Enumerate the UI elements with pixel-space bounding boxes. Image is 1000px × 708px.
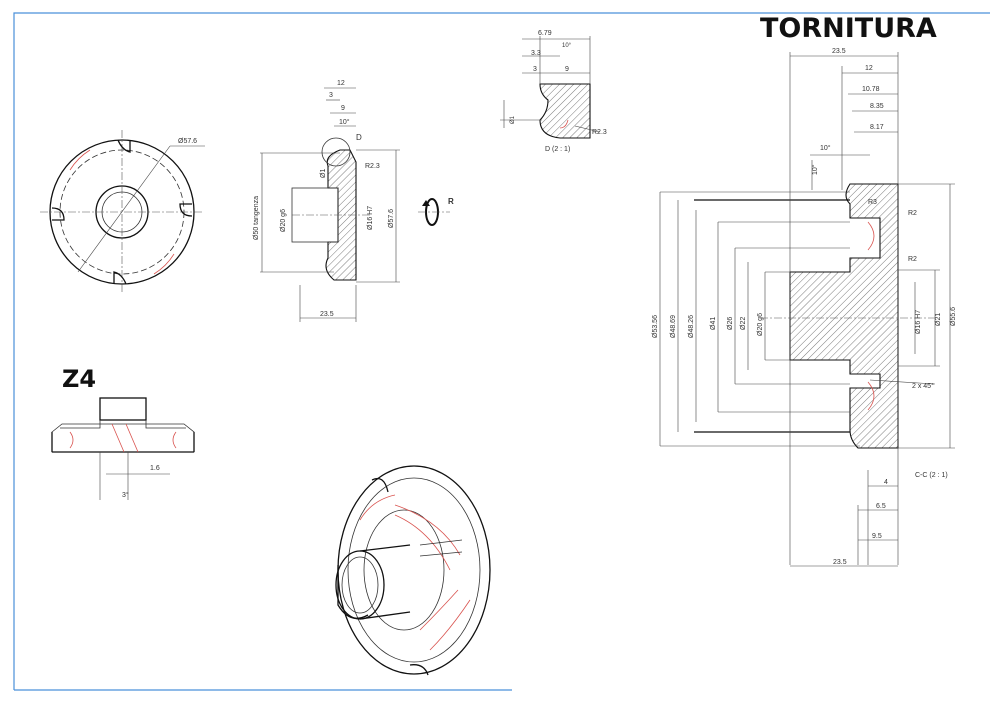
side-left-vertical: Ø50 tangenza xyxy=(253,196,260,240)
side-dim-3: 10° xyxy=(339,118,350,126)
cc-left-1: Ø48.69 xyxy=(670,315,677,338)
cc-radius-2: R2 xyxy=(908,256,917,263)
side-inner-2: Ø16 H7 xyxy=(367,206,374,230)
detail-dim-2: 10° xyxy=(562,43,572,49)
frame-border xyxy=(13,12,990,690)
cc-bottom-3: 23.5 xyxy=(833,559,847,566)
detail-caption: D (2 : 1) xyxy=(545,146,570,153)
z4-label: Z4 xyxy=(62,365,97,393)
cc-right-0: Ø16 H7 xyxy=(915,310,922,334)
side-section-view: 12 3 9 10° D R2.3 Ø50 tangenza Ø20 g6 Ø1… xyxy=(253,80,454,322)
side-inner-1: Ø1 xyxy=(320,169,327,178)
side-inner-3: Ø57.6 xyxy=(388,209,395,228)
detail-marker: D xyxy=(356,133,362,142)
page-title: TORNITURA xyxy=(760,13,937,44)
cc-right-2: Ø55.6 xyxy=(950,307,957,326)
side-inner-0: Ø20 g6 xyxy=(280,209,287,232)
cc-top-0: 23.5 xyxy=(832,48,846,55)
cc-radius-0: R3 xyxy=(868,199,877,206)
cc-top-2: 10.78 xyxy=(862,86,880,93)
cc-left-5: Ø22 xyxy=(740,317,747,330)
detail-dim-3: 3 xyxy=(533,66,537,73)
detail-d-view: 6.79 3.3 10° 3 9 Ø1 R2.3 D (2 : 1) xyxy=(500,30,607,153)
cc-angle-1: 10° xyxy=(811,164,819,175)
cc-top-1: 12 xyxy=(865,65,873,72)
cc-caption: C-C (2 : 1) xyxy=(915,472,948,479)
side-dim-1: 3 xyxy=(329,92,333,99)
cc-right-1: Ø21 xyxy=(935,313,942,326)
cc-left-4: Ø26 xyxy=(727,317,734,330)
rotation-label: R xyxy=(448,197,454,206)
cc-top-3: 8.35 xyxy=(870,103,884,110)
cc-left-3: Ø41 xyxy=(710,317,717,330)
detail-dim-5: Ø1 xyxy=(510,115,516,124)
cc-bottom-2: 9.5 xyxy=(872,533,882,540)
detail-dim-6: R2.3 xyxy=(592,129,607,136)
cc-chamfer: 2 x 45° xyxy=(912,382,934,390)
z4-view: 1.6 3° xyxy=(51,397,195,500)
section-cc-view: 23.5 12 10.78 8.35 8.17 10° 10° R3 R2 R2… xyxy=(652,48,957,567)
cc-radius-1: R2 xyxy=(908,210,917,217)
detail-dim-1: 3.3 xyxy=(531,50,541,57)
side-bottom-dim: 23.5 xyxy=(320,311,334,318)
cc-angle-0: 10° xyxy=(820,144,831,152)
cc-left-6: Ø20 g6 xyxy=(757,313,764,336)
z4-dim-0: 1.6 xyxy=(150,465,160,472)
z4-dim-1: 3° xyxy=(122,491,129,499)
side-dim-2: 9 xyxy=(341,105,345,112)
detail-dim-4: 9 xyxy=(565,66,569,73)
cc-bottom-0: 4 xyxy=(884,479,888,486)
front-diameter-label: Ø57.6 xyxy=(178,138,197,145)
cc-top-4: 8.17 xyxy=(870,124,884,131)
cc-left-0: Ø53.56 xyxy=(652,315,659,338)
side-radius: R2.3 xyxy=(365,163,380,170)
front-view: Ø57.6 xyxy=(40,130,205,294)
side-dim-0: 12 xyxy=(337,80,345,87)
cc-left-2: Ø48.26 xyxy=(688,315,695,338)
cc-bottom-1: 6.5 xyxy=(876,503,886,510)
rotation-arrow-icon xyxy=(418,198,450,226)
detail-dim-0: 6.79 xyxy=(538,30,552,37)
isometric-view xyxy=(335,465,491,676)
